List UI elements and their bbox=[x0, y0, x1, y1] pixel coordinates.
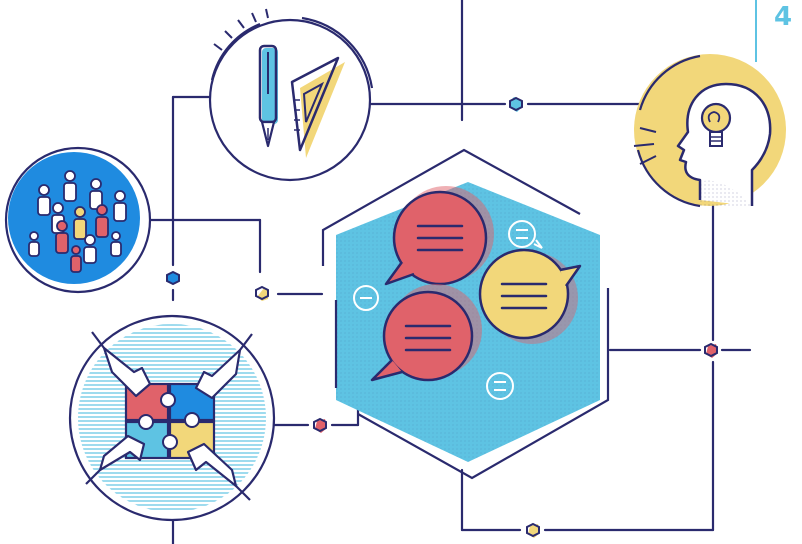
hexagon-node-icon bbox=[166, 270, 180, 286]
hexagon-node-icon bbox=[255, 285, 269, 301]
people-crowd-icon bbox=[4, 146, 152, 294]
hexagon-node-icon bbox=[704, 342, 718, 358]
puzzle-hands-icon bbox=[68, 314, 276, 522]
speech-bubbles-icon bbox=[321, 148, 610, 480]
pen-and-ruler-icon bbox=[208, 8, 374, 182]
hexagon-node-icon bbox=[509, 96, 523, 112]
head-lightbulb-icon bbox=[633, 54, 786, 208]
page-number: 4 bbox=[774, 2, 793, 32]
page-divider bbox=[755, 0, 757, 62]
hexagon-node-icon bbox=[313, 417, 327, 433]
hexagon-nodes bbox=[166, 96, 718, 538]
hexagon-node-icon bbox=[526, 522, 540, 538]
